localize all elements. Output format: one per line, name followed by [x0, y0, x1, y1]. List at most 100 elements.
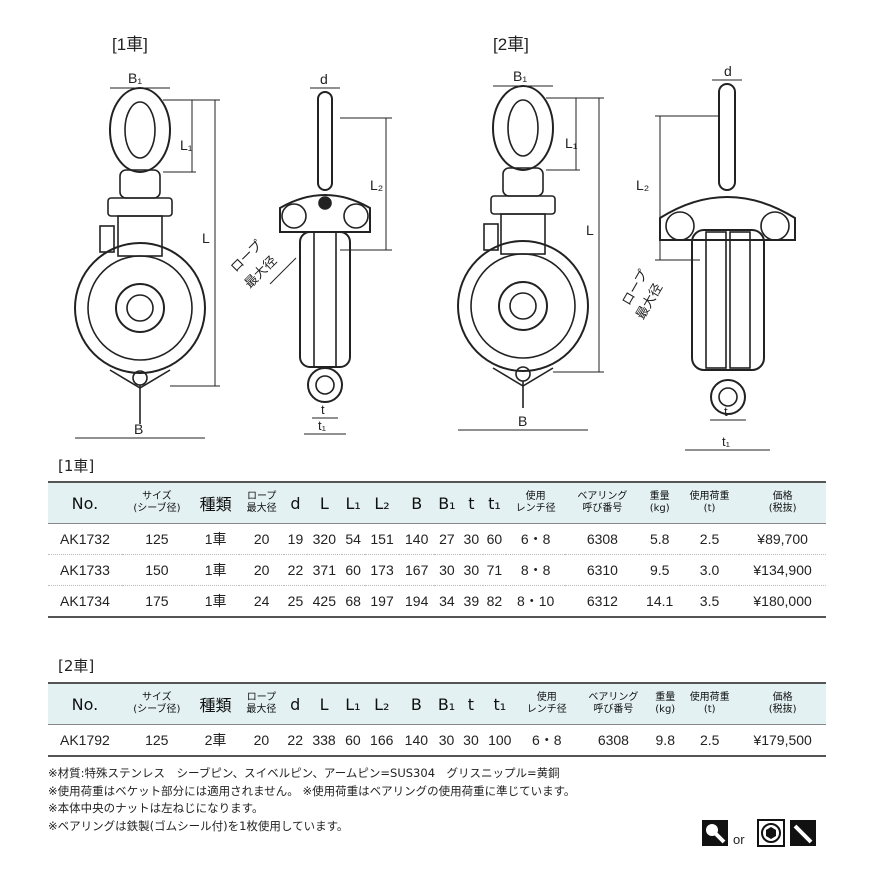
table-cell: 6312: [565, 585, 640, 618]
table-cell: ¥179,500: [739, 724, 826, 757]
table-cell: 60: [341, 554, 365, 586]
tool-icons: or: [700, 818, 825, 848]
dim-t: t: [724, 404, 728, 419]
table-cell: 25: [283, 585, 307, 618]
table-cell: 140: [399, 724, 434, 757]
notes: ※材質:特殊ステンレス シーブピン、スイベルピン、アームピン=SUS304 グリ…: [48, 765, 575, 835]
column-header: t: [459, 481, 483, 524]
column-header: ベアリング呼び番号: [576, 682, 651, 725]
double-front-view: B₁ L₁ L B: [457, 68, 604, 431]
table-cell: 6310: [565, 554, 640, 586]
table-cell: 167: [399, 554, 435, 586]
dim-d: d: [724, 63, 732, 79]
note-line: ※材質:特殊ステンレス シーブピン、スイベルピン、アームピン=SUS304 グリ…: [48, 766, 560, 780]
table-cell: 60: [341, 724, 365, 757]
column-header: t: [459, 682, 483, 725]
column-header: 使用レンチ径: [517, 682, 577, 725]
column-header: 価格(税抜): [739, 481, 826, 524]
table-cell: 3.5: [679, 585, 740, 618]
or-label: or: [733, 832, 745, 847]
table-cell: 30: [459, 554, 483, 586]
column-header: 重量(kg): [639, 481, 680, 524]
dim-t: t: [321, 402, 325, 417]
note-line: ※本体中央のナットは左ねじになります。: [48, 801, 264, 815]
table-cell: AK1734: [48, 585, 122, 618]
single-side-view: d L₂ t t₁ ロープ 最大径: [227, 71, 392, 435]
table-cell: 150: [121, 554, 192, 586]
dim-d: d: [320, 71, 328, 87]
table-cell: 8・10: [505, 585, 566, 618]
dim-L2: L₂: [636, 177, 649, 193]
column-header: L₁: [341, 682, 365, 725]
table-cell: 173: [364, 554, 400, 586]
table-cell: 100: [482, 724, 518, 757]
table-cell: 194: [399, 585, 435, 618]
table-cell: 6308: [565, 523, 640, 555]
table-cell: 6308: [576, 724, 651, 757]
table-cell: ¥89,700: [739, 523, 826, 555]
table-cell: 22: [283, 554, 307, 586]
table-cell: 425: [307, 585, 342, 618]
dim-L: L: [586, 222, 594, 238]
single-front-view: B₁ L₁ L B: [74, 70, 220, 439]
table-cell: 2.5: [680, 724, 740, 757]
column-header: d: [283, 682, 307, 725]
table-cell: AK1732: [48, 523, 122, 555]
table-cell: 125: [121, 523, 192, 555]
column-header: B: [399, 682, 434, 725]
column-header: 使用荷重(t): [680, 682, 740, 725]
table-cell: 22: [283, 724, 307, 757]
table2-label: [2車]: [58, 657, 95, 675]
dim-t1: t₁: [722, 434, 731, 449]
table1-label: [1車]: [58, 457, 95, 475]
dim-L: L: [202, 230, 210, 246]
table-cell: 151: [364, 523, 400, 555]
table-cell: ¥134,900: [739, 554, 826, 586]
column-header: t₁: [482, 481, 506, 524]
table-cell: 1車: [191, 554, 240, 586]
table-cell: 3.0: [679, 554, 740, 586]
table-cell: 9.8: [650, 724, 681, 757]
column-header: 種類: [191, 481, 240, 524]
dim-t1: t₁: [318, 418, 327, 433]
table-cell: 27: [434, 523, 460, 555]
table-cell: 175: [121, 585, 192, 618]
table-cell: 14.1: [639, 585, 680, 618]
table-cell: 30: [459, 724, 483, 757]
socket-icon: [757, 819, 785, 847]
table-cell: 166: [364, 724, 400, 757]
table-cell: 71: [482, 554, 506, 586]
note-line: ※ベアリングは鉄製(ゴムシール付)を1枚使用しています。: [48, 818, 349, 833]
dim-B: B: [518, 413, 527, 429]
column-header: サイズ(シーブ径): [121, 481, 192, 524]
column-header: 使用レンチ径: [505, 481, 566, 524]
table-cell: 60: [482, 523, 506, 555]
table-cell: 20: [239, 724, 284, 757]
column-header: 種類: [191, 682, 240, 725]
dim-B1: B₁: [513, 68, 527, 84]
table-cell: 1車: [191, 585, 240, 618]
table-cell: 320: [307, 523, 342, 555]
table-cell: 8・8: [505, 554, 566, 586]
column-header: L₁: [341, 481, 365, 524]
column-header: t₁: [482, 682, 518, 725]
table-cell: AK1792: [48, 724, 122, 757]
table-cell: 6・8: [517, 724, 577, 757]
table-cell: 6・8: [505, 523, 566, 555]
table-cell: 9.5: [639, 554, 680, 586]
table-cell: 19: [283, 523, 307, 555]
column-header: ベアリング呼び番号: [565, 481, 640, 524]
table-cell: 371: [307, 554, 342, 586]
technical-drawing: [1車] [2車] B₁ L₁ L B: [74, 35, 796, 451]
dim-L1: L₁: [180, 137, 193, 153]
table-cell: 140: [399, 523, 435, 555]
table-cell: 5.8: [639, 523, 680, 555]
column-header: 価格(税抜): [739, 682, 826, 725]
dim-L1: L₁: [565, 135, 578, 151]
column-header: ロープ最大径: [239, 481, 284, 524]
single-sheave-title: [1車]: [112, 35, 148, 54]
table-cell: 20: [239, 554, 284, 586]
